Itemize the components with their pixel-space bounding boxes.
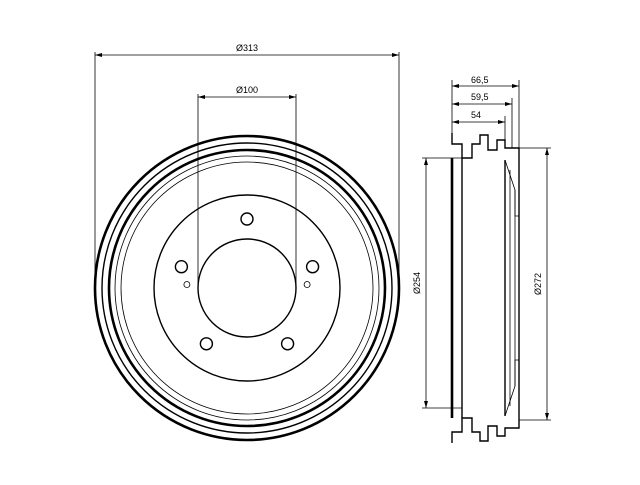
arrowhead-left bbox=[452, 120, 459, 124]
drum-outer-rim bbox=[93, 134, 401, 442]
center-bore-label: Ø100 bbox=[236, 85, 258, 95]
offset-54-dimension: 54 bbox=[452, 110, 505, 124]
inner-diameter-dimension: Ø254 bbox=[412, 157, 462, 409]
outer-side-diameter-dimension: Ø272 bbox=[519, 147, 551, 421]
stud-hole bbox=[280, 337, 295, 351]
stud-hole bbox=[305, 260, 320, 274]
stud-hole bbox=[240, 212, 254, 226]
drum-braking-surface-edge bbox=[120, 161, 374, 415]
arrowhead-bottom bbox=[424, 401, 428, 408]
stud-hole bbox=[199, 337, 214, 351]
drum-rim-ring bbox=[101, 142, 393, 434]
offset-label-54: 54 bbox=[471, 110, 481, 120]
outer-side-diameter-label: Ø272 bbox=[533, 273, 543, 295]
arrowhead-top bbox=[424, 158, 428, 165]
drum-inner-rim bbox=[107, 148, 387, 428]
stud-holes bbox=[174, 212, 320, 351]
offset-label-66-5: 66,5 bbox=[471, 75, 489, 85]
front-view: Ø313 Ø100 bbox=[93, 43, 401, 442]
arrowhead-left bbox=[452, 84, 459, 88]
center-bore-dimension: Ø100 bbox=[197, 85, 297, 290]
offset-label-59-5: 59,5 bbox=[471, 92, 489, 102]
pilot-hole bbox=[183, 281, 191, 288]
arrowhead-left bbox=[198, 95, 205, 99]
drum-braking-surface bbox=[114, 155, 380, 421]
center-bore bbox=[197, 238, 297, 338]
pilot-holes bbox=[183, 281, 311, 288]
arrowhead-right bbox=[392, 53, 399, 57]
arrowhead-right bbox=[505, 102, 512, 106]
inner-diameter-label: Ø254 bbox=[412, 272, 422, 294]
side-view: 66,5 59,5 54 Ø254 bbox=[412, 75, 551, 443]
arrowhead-right bbox=[512, 84, 519, 88]
stud-hole bbox=[174, 260, 189, 274]
pilot-hole bbox=[303, 281, 311, 288]
arrowhead-left bbox=[95, 53, 102, 57]
arrowhead-bottom bbox=[545, 413, 549, 420]
hub-top-chamfer bbox=[504, 159, 519, 217]
hub-bottom-chamfer bbox=[504, 359, 519, 417]
arrowhead-top bbox=[545, 148, 549, 155]
outer-diameter-dimension: Ø313 bbox=[94, 43, 400, 290]
arrowhead-right bbox=[289, 95, 296, 99]
hub-flange bbox=[153, 194, 341, 382]
offset-66-5-dimension: 66,5 bbox=[452, 75, 519, 88]
outer-diameter-label: Ø313 bbox=[236, 43, 258, 53]
offset-59-5-dimension: 59,5 bbox=[452, 92, 512, 106]
arrowhead-right bbox=[498, 120, 505, 124]
arrowhead-left bbox=[452, 102, 459, 106]
drum-profile-outline bbox=[451, 133, 520, 443]
